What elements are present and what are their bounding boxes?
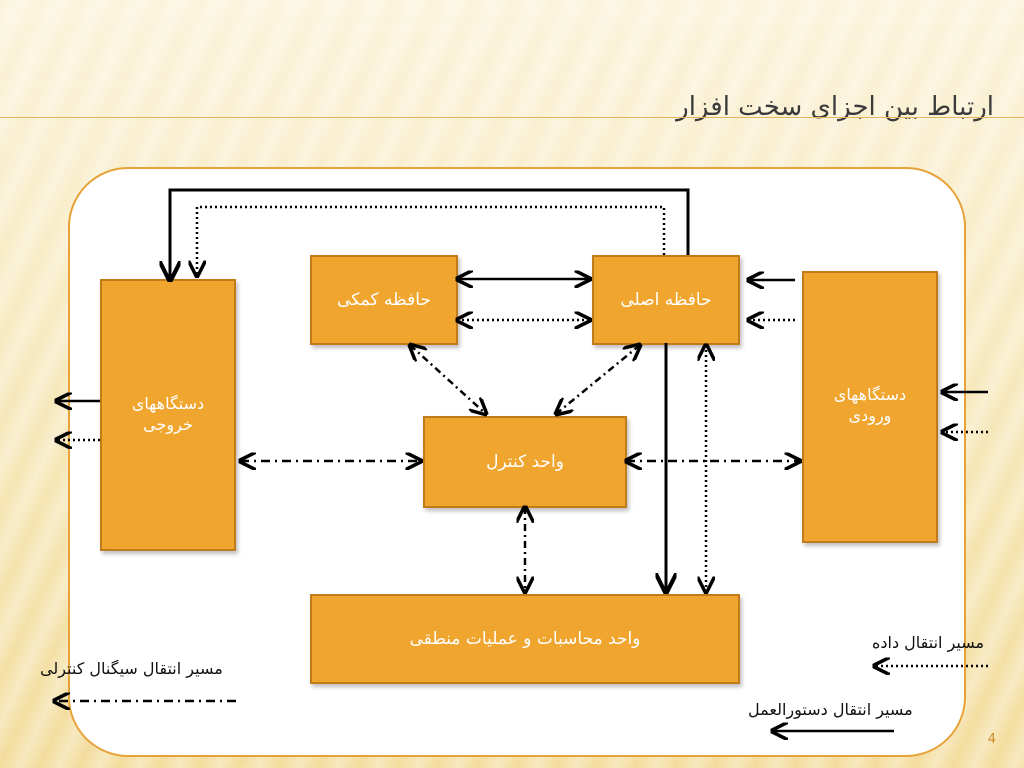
main-memory-label: حافظه اصلی bbox=[620, 289, 712, 310]
legend-instruction-label: مسیر انتقال دستورالعمل bbox=[748, 700, 913, 719]
main-to-output-data-arrow bbox=[197, 205, 666, 276]
aux-memory-box: حافظه کمکی bbox=[310, 255, 458, 345]
output-devices-box: دستگاههای خروجی bbox=[100, 279, 236, 551]
alu-label: واحد محاسبات و عملیات منطقی bbox=[409, 628, 641, 649]
alu-box: واحد محاسبات و عملیات منطقی bbox=[310, 594, 740, 684]
control-unit-box: واحد کنترل bbox=[423, 416, 627, 508]
title-underline bbox=[0, 117, 1024, 118]
aux-control-signal-arrow bbox=[410, 345, 486, 414]
legend-data-label: مسیر انتقال داده bbox=[872, 633, 985, 652]
control-unit-label: واحد کنترل bbox=[486, 451, 564, 472]
input-devices-label: دستگاههای ورودی bbox=[833, 385, 907, 425]
page-number: 4 bbox=[987, 732, 996, 747]
aux-memory-label: حافظه کمکی bbox=[337, 289, 431, 310]
main-to-output-instruction-arrow bbox=[170, 188, 690, 280]
legend-control-label: مسیر انتقال سیگنال کنترلی bbox=[40, 659, 223, 678]
main-control-signal-arrow bbox=[556, 345, 640, 414]
output-devices-label: دستگاههای خروجی bbox=[131, 394, 205, 434]
input-devices-box: دستگاههای ورودی bbox=[802, 271, 938, 543]
